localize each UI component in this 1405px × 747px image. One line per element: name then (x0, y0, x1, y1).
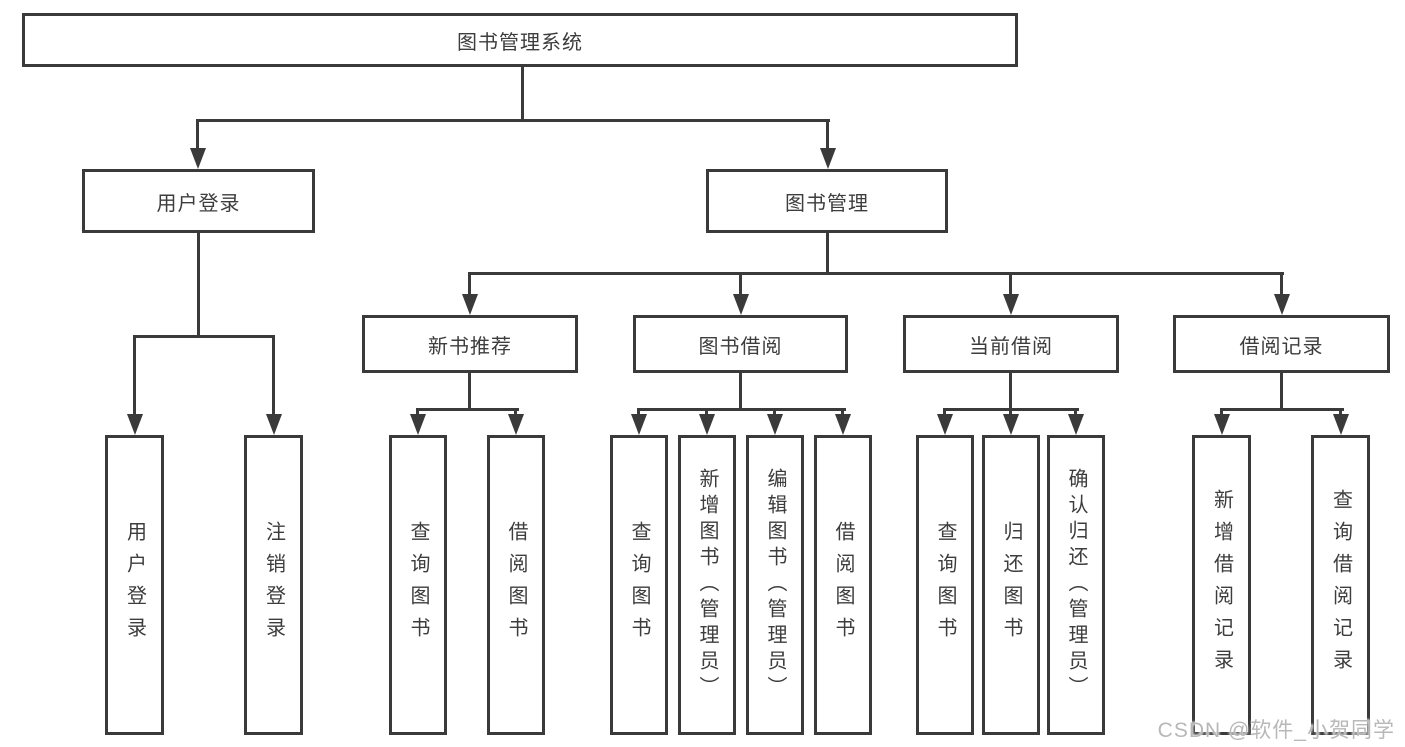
node-query-books-borrow: 查询图书 (610, 435, 668, 735)
connector-line (739, 272, 742, 296)
node-confirm-return-admin: 确认归还（管理员） (1047, 435, 1105, 735)
connector-line (1009, 408, 1012, 417)
connector-line (468, 272, 471, 296)
node-logout: 注销登录 (244, 435, 303, 735)
node-add-borrow-record: 新增借阅记录 (1192, 435, 1251, 735)
connector-line (705, 408, 708, 417)
arrow-down-icon (835, 414, 851, 435)
arrow-down-icon (1003, 414, 1019, 435)
connector-line (416, 408, 519, 411)
node-book-borrow: 图书借阅 (633, 315, 848, 373)
connector-line (1220, 408, 1344, 411)
node-borrow-books: 借阅图书 (814, 435, 872, 735)
connector-line (1074, 408, 1077, 417)
connector-line (1339, 408, 1342, 417)
connector-line (943, 408, 946, 417)
node-library-system: 图书管理系统 (22, 13, 1018, 67)
arrow-down-icon (631, 414, 647, 435)
connector-line (197, 233, 200, 336)
connector-line (468, 373, 471, 410)
arrow-down-icon (1068, 414, 1084, 435)
node-query-borrow-record: 查询借阅记录 (1311, 435, 1370, 735)
arrow-down-icon (508, 414, 524, 435)
connector-line (1220, 408, 1223, 417)
arrow-down-icon (189, 148, 206, 169)
arrow-down-icon (410, 414, 426, 435)
connector-line (196, 119, 199, 151)
node-query-books-current: 查询图书 (916, 435, 974, 735)
connector-line (1280, 272, 1283, 296)
node-query-books-recommend: 查询图书 (389, 435, 447, 735)
connector-line (468, 272, 1284, 275)
connector-line (773, 408, 776, 417)
node-borrow-records: 借阅记录 (1173, 315, 1390, 373)
node-return-book: 归还图书 (982, 435, 1040, 735)
connector-line (637, 408, 640, 417)
connector-line (416, 408, 419, 417)
arrow-down-icon (1332, 414, 1349, 435)
connector-line (1009, 272, 1012, 296)
arrow-down-icon (1002, 294, 1019, 315)
node-new-book-recommend: 新书推荐 (362, 315, 578, 373)
arrow-down-icon (819, 148, 836, 169)
node-add-book-admin: 新增图书（管理员） (678, 435, 736, 735)
node-edit-book-admin: 编辑图书（管理员） (746, 435, 804, 735)
connector-line (514, 408, 517, 417)
connector-line (1280, 373, 1283, 410)
arrow-down-icon (767, 414, 783, 435)
arrow-down-icon (1213, 414, 1230, 435)
arrow-down-icon (1273, 294, 1290, 315)
connector-line (272, 335, 275, 415)
connector-line (133, 335, 275, 338)
arrow-down-icon (265, 414, 282, 435)
arrow-down-icon (937, 414, 953, 435)
connector-line (521, 67, 524, 121)
connector-line (826, 233, 829, 274)
connector-line (739, 373, 742, 410)
arrow-down-icon (461, 294, 478, 315)
arrow-down-icon (699, 414, 715, 435)
connector-line (841, 408, 844, 417)
arrow-down-icon (732, 294, 749, 315)
node-book-management: 图书管理 (706, 169, 948, 233)
watermark: CSDN @软件_小贺同学 (1157, 719, 1395, 742)
connector-line (826, 119, 829, 151)
connector-line (1009, 373, 1012, 410)
connector-line (133, 335, 136, 415)
arrow-down-icon (126, 414, 143, 435)
connector-line (196, 119, 830, 122)
node-user-login-branch: 用户登录 (82, 169, 315, 233)
node-current-borrow: 当前借阅 (903, 315, 1119, 373)
node-user-login: 用户登录 (105, 435, 164, 735)
node-borrow-books-recommend: 借阅图书 (487, 435, 545, 735)
connector-line (637, 408, 846, 411)
